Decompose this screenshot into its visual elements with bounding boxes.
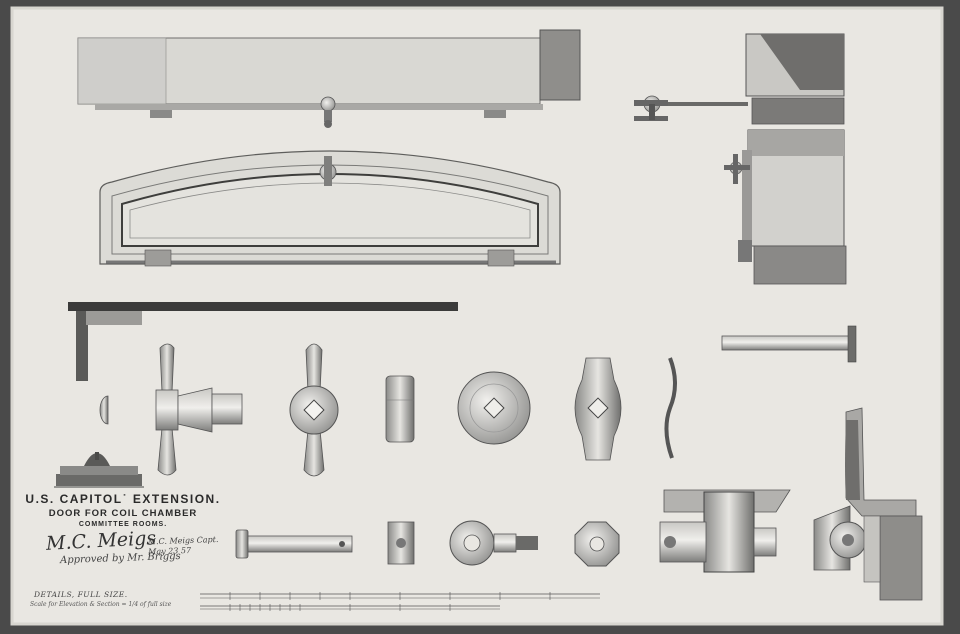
scale-title: DETAILS, FULL SIZE.: [34, 590, 128, 599]
paper-edge: [10, 6, 944, 626]
door-plan-view: [77, 29, 581, 128]
arched-door-elevation: [99, 150, 561, 267]
t-handle-side-view: [155, 343, 243, 476]
title-line-2: DOOR FOR COIL CHAMBER: [48, 508, 198, 519]
round-plate: [457, 371, 531, 445]
frame-section-bottom: [813, 407, 923, 601]
small-knob: [99, 395, 109, 425]
latch-bar: [68, 302, 458, 381]
hinge-assembly: [659, 489, 791, 573]
t-handle-front-view: [289, 343, 339, 477]
signature-side: M.C. Meigs Capt. May 23 57: [147, 534, 219, 557]
square-washer: [387, 521, 415, 565]
long-bolt: [235, 529, 353, 559]
frame-section-middle: [724, 129, 847, 285]
scale-bars: [200, 592, 600, 611]
frame-section-top: [634, 33, 845, 125]
spring: [664, 357, 677, 459]
capitol-dome-icon: [54, 452, 144, 488]
eye-bolt: [449, 520, 538, 566]
octagonal-nut: [574, 521, 620, 567]
scale-note: Scale for Elevation & Section = 1/4 of f…: [30, 601, 172, 608]
square-block: [385, 375, 415, 443]
title-line-3: COMMITTEE ROOMS.: [78, 521, 168, 528]
title-line-1: U.S. CAPITOL˙ EXTENSION.: [25, 492, 221, 506]
title-block: U.S. CAPITOL˙ EXTENSION. DOOR FOR COIL C…: [18, 492, 228, 528]
lever-plate: [574, 357, 622, 461]
bolt-pin: [721, 325, 857, 363]
